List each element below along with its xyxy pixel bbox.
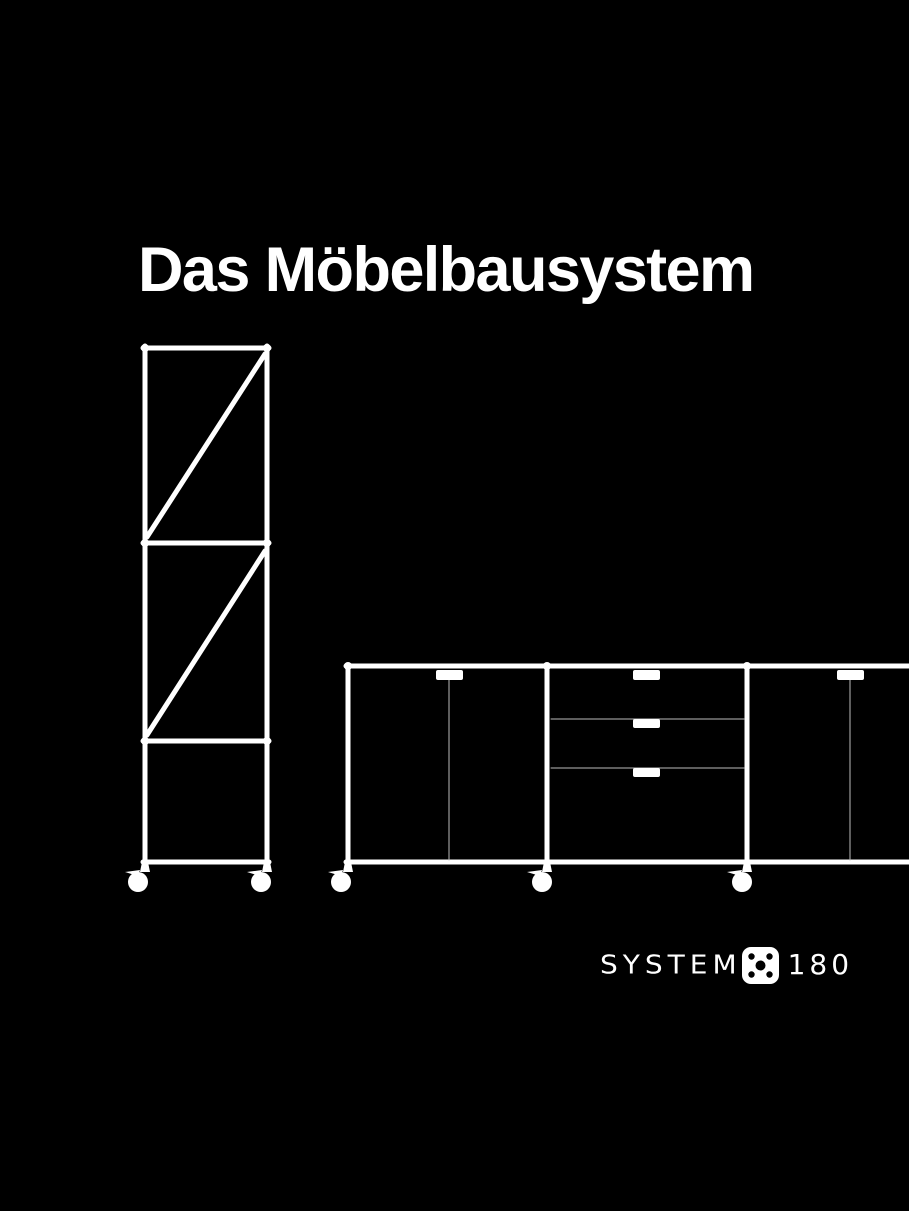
sideboard: [343, 663, 909, 869]
logo-number: 180: [787, 948, 854, 981]
caster: [328, 862, 353, 892]
shelving-tower: [140, 343, 272, 869]
caster: [527, 862, 552, 892]
caster: [727, 862, 752, 892]
caster: [247, 862, 272, 892]
caster: [125, 862, 150, 892]
brand-logo: SYSTEM 180: [600, 946, 854, 984]
casters: [125, 862, 752, 892]
handles: [436, 670, 864, 777]
page-title: Das Möbelbausystem: [138, 235, 755, 305]
five-dot-rounded-square-icon: [741, 946, 779, 984]
logo-wordmark: SYSTEM: [600, 949, 742, 980]
connector-nodes: [141, 344, 751, 745]
